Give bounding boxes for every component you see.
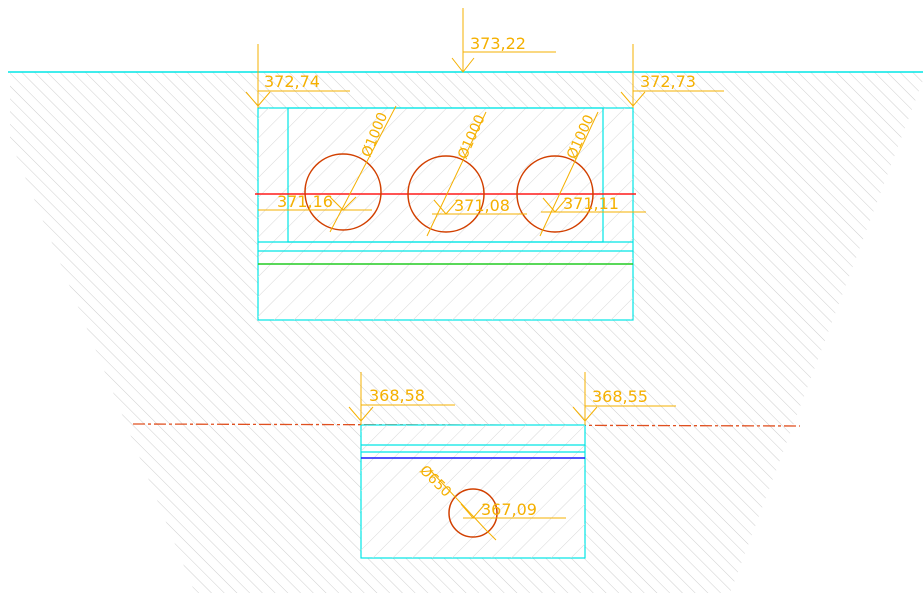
elevation-pipe-right: 371,11 (541, 194, 646, 213)
lower-structure (360, 424, 586, 559)
elevation-pipe-left-label: 371,16 (277, 192, 333, 211)
elevation-pipe-middle-label: 371,08 (454, 196, 510, 215)
pipe-lower (429, 469, 498, 541)
elevation-lower-left: 368,58 (348, 372, 455, 425)
elevation-small-pipe: 367,09 (460, 500, 566, 519)
elevation-pipe-right-label: 371,11 (563, 194, 619, 213)
pipe-upper-middle (407, 111, 487, 237)
dashed-level-line (132, 423, 801, 427)
elevation-top-right: 372,73 (620, 44, 724, 108)
elevation-small-pipe-label: 367,09 (481, 500, 537, 519)
elevation-lower-left-label: 368,58 (369, 386, 425, 405)
pipe-upper-left (304, 105, 397, 233)
elevation-pipe-middle: 371,08 (432, 196, 527, 215)
elevation-ground-center-label: 373,22 (470, 34, 526, 53)
soil-hatch-area (10, 72, 923, 593)
elevation-top-left-label: 372,74 (264, 72, 320, 91)
elevation-lower-right-label: 368,55 (592, 387, 648, 406)
elevation-ground-center: 373,22 (451, 8, 556, 73)
elevation-lower-right: 368,55 (572, 372, 676, 425)
elevation-pipe-left: 371,16 (258, 192, 372, 211)
elevation-top-right-label: 372,73 (640, 72, 696, 91)
pipe-upper-right (516, 111, 599, 237)
elevation-top-left: 372,74 (245, 44, 350, 108)
